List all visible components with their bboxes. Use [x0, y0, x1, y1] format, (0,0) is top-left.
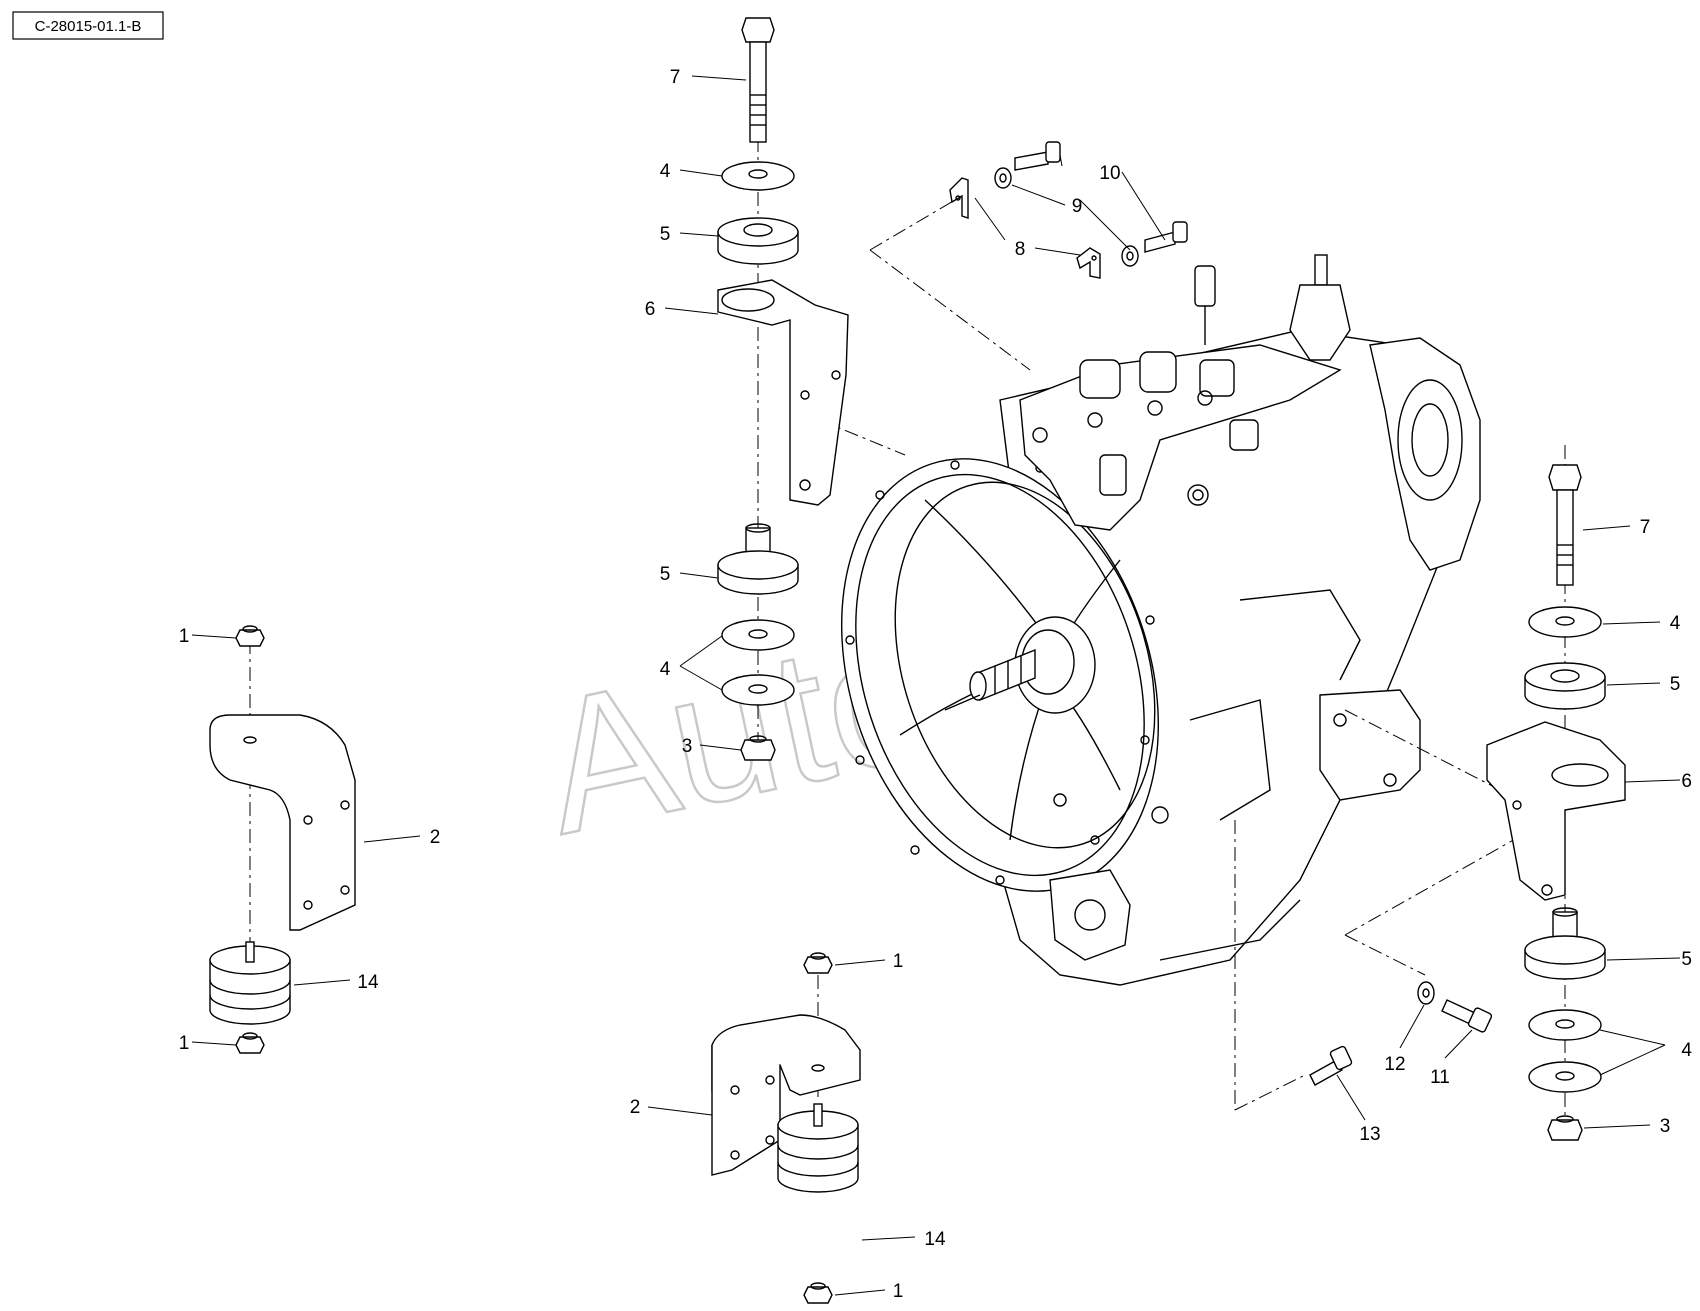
clip-8-lower — [1076, 247, 1101, 279]
callout-4: 4 — [1681, 1040, 1692, 1061]
callout-1: 1 — [179, 626, 190, 647]
callout-4: 4 — [660, 161, 671, 182]
bolt-11 — [1441, 999, 1493, 1033]
washers-4-lower-left — [721, 619, 795, 706]
clip-8-upper — [949, 177, 969, 219]
flange-bolt-holes — [845, 460, 1155, 885]
callout-6: 6 — [645, 299, 656, 320]
callout-13: 13 — [1359, 1124, 1380, 1145]
bolt-10-upper — [1014, 141, 1061, 171]
transmission-housing — [841, 254, 1481, 986]
nut-1-center-bottom — [803, 1282, 833, 1304]
bolt-13 — [1309, 1045, 1353, 1086]
callout-5: 5 — [660, 564, 671, 585]
bracket-2-left — [209, 714, 356, 931]
washer-9-upper — [994, 167, 1012, 189]
callout-11: 11 — [1430, 1067, 1450, 1088]
nut-3-left — [740, 735, 776, 761]
callout-3: 3 — [682, 736, 693, 757]
nut-1-center-top — [803, 952, 833, 974]
callout-2: 2 — [430, 827, 441, 848]
reference-code: C-28015-01.1-B — [35, 18, 142, 35]
bolt-10-lower — [1144, 221, 1188, 253]
reference-code-box: C-28015-01.1-B — [12, 11, 164, 40]
rubber-mount-14-left — [209, 941, 291, 1025]
callout-5: 5 — [1681, 949, 1692, 970]
callout-7: 7 — [1640, 517, 1651, 538]
lower-housing-details — [1049, 589, 1421, 961]
control-valve-block — [1019, 254, 1351, 531]
callout-1: 1 — [893, 951, 904, 972]
callout-14: 14 — [357, 972, 379, 993]
callout-9: 9 — [1072, 196, 1083, 217]
washers-4-right-lower — [1528, 1009, 1602, 1093]
bracket-2-center — [711, 1014, 861, 1176]
callout-6: 6 — [1681, 771, 1692, 792]
callout-4: 4 — [1670, 613, 1681, 634]
callout-4: 4 — [660, 659, 671, 680]
callout-1: 1 — [893, 1281, 904, 1302]
callout-2: 2 — [630, 1097, 641, 1118]
washer-4-upper-left-top — [721, 161, 795, 191]
rubber-mount-5-right-lower — [1524, 907, 1606, 980]
rubber-mount-5-upper-left — [717, 217, 799, 265]
bolt-7-right — [1548, 464, 1582, 586]
bolt-7-upper-left — [741, 17, 775, 143]
callout-1: 1 — [179, 1033, 190, 1054]
callout-5: 5 — [1670, 674, 1681, 695]
callout-8: 8 — [1015, 239, 1026, 260]
callout-12: 12 — [1384, 1054, 1405, 1075]
rubber-mount-5-right-upper — [1524, 662, 1606, 710]
washer-12 — [1417, 981, 1435, 1005]
nut-3-right — [1547, 1115, 1583, 1141]
rubber-mount-5-lower-left — [717, 523, 799, 595]
callout-5: 5 — [660, 224, 671, 245]
washer-9-lower — [1121, 245, 1139, 267]
nut-1-left-bottom — [235, 1032, 265, 1054]
input-shaft — [944, 616, 1096, 714]
callout-3: 3 — [1660, 1116, 1671, 1137]
bracket-6-right — [1486, 721, 1626, 901]
callout-numbers: 7 4 5 6 5 4 3 10 9 8 7 4 5 6 5 4 3 12 11… — [179, 67, 1693, 1302]
rubber-mount-14-center — [777, 1103, 859, 1193]
washer-4-right-top — [1528, 606, 1602, 638]
nut-1-left-top — [235, 625, 265, 647]
callout-14: 14 — [924, 1229, 946, 1250]
bracket-6-upper-left — [717, 279, 849, 506]
callout-10: 10 — [1099, 163, 1120, 184]
callout-7: 7 — [670, 67, 681, 88]
leader-lines — [191, 75, 1681, 1296]
